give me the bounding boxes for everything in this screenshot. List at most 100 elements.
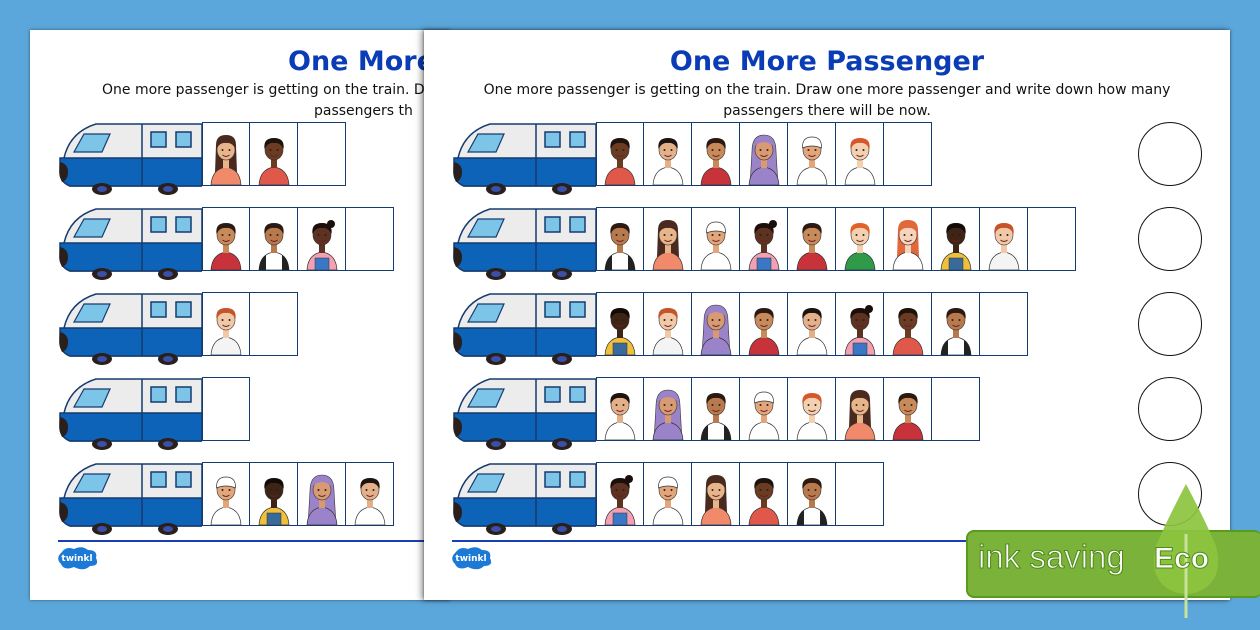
carriage-cell xyxy=(644,462,692,526)
carriage-cells xyxy=(596,207,1076,271)
passenger-girl-overalls-pink-icon xyxy=(748,220,779,270)
passenger-boy-dark-red-shirt-icon xyxy=(258,138,289,185)
carriage-cell xyxy=(596,292,644,356)
carriage-cell xyxy=(644,292,692,356)
carriage-cell xyxy=(788,292,836,356)
footer-divider xyxy=(452,540,1230,542)
carriage-cell xyxy=(980,207,1028,271)
empty-carriage-cell[interactable] xyxy=(298,122,346,186)
back-instructions-1: One more passenger is getting on the tra… xyxy=(102,82,440,98)
answer-circle[interactable] xyxy=(1138,292,1202,356)
back-instructions-2: passengers th xyxy=(314,103,413,119)
carriage-cell xyxy=(692,292,740,356)
carriage-cell xyxy=(202,292,250,356)
passenger-girl-hijab-icon xyxy=(652,389,683,440)
passenger-boy-cap-white-icon xyxy=(748,391,779,440)
train-engine-icon xyxy=(59,378,202,450)
train-row xyxy=(56,292,450,365)
carriage-cell xyxy=(692,377,740,441)
passenger-girl-overalls-pink-icon xyxy=(604,475,636,525)
carriage-cell xyxy=(692,207,740,271)
carriage-cell xyxy=(884,292,932,356)
passenger-girl-red-hair-headband-icon xyxy=(988,223,1019,270)
passenger-girl-hijab-icon xyxy=(306,474,337,525)
answer-circle[interactable] xyxy=(1138,377,1202,441)
carriage-cell xyxy=(884,207,932,271)
empty-carriage-cell[interactable] xyxy=(884,122,932,186)
answer-circle[interactable] xyxy=(1138,122,1202,186)
train-row xyxy=(56,462,450,535)
carriage-cell xyxy=(740,292,788,356)
carriage-cells xyxy=(596,292,1028,356)
carriage-cells xyxy=(596,462,884,526)
passenger-boy-ginger-white-icon xyxy=(796,393,827,440)
eco-badge-text: ink saving xyxy=(978,538,1126,576)
empty-carriage-cell[interactable] xyxy=(980,292,1028,356)
passenger-boy-red-shirt-icon xyxy=(748,308,779,355)
carriage-cell xyxy=(298,462,346,526)
carriage-cells xyxy=(202,292,298,356)
empty-carriage-cell[interactable] xyxy=(202,377,250,441)
passenger-boy-cap-white-icon xyxy=(700,221,731,270)
passenger-girl-long-hair-floral-icon xyxy=(210,135,242,185)
carriage-cell xyxy=(836,292,884,356)
carriage-cell xyxy=(932,207,980,271)
carriage-cell xyxy=(644,377,692,441)
leaf-icon xyxy=(1153,484,1219,618)
passenger-boy-dark-red-shirt-icon xyxy=(892,308,923,355)
passenger-boy-red-shirt-icon xyxy=(892,393,923,440)
answer-circle[interactable] xyxy=(1138,207,1202,271)
carriage-cell xyxy=(740,377,788,441)
train-engine-icon xyxy=(453,208,596,280)
train-engine-icon xyxy=(453,293,596,365)
passenger-boy-ginger-green-icon xyxy=(844,223,875,270)
worksheet-front: One More Passenger One more passenger is… xyxy=(424,30,1230,600)
carriage-cells xyxy=(202,377,250,441)
passenger-girl-ginger-backpack-icon xyxy=(892,220,923,270)
passenger-boy-cap-white-icon xyxy=(796,136,827,185)
passenger-boy-cap-white-icon xyxy=(210,476,242,525)
train-engine-icon xyxy=(453,378,596,450)
carriage-cell xyxy=(202,462,250,526)
train-row xyxy=(450,292,1150,365)
passenger-boy-overalls-yellow-icon xyxy=(258,478,289,525)
carriage-cell xyxy=(202,207,250,271)
train-row xyxy=(450,122,1150,195)
worksheet-back: One More One more passenger is getting o… xyxy=(30,30,450,600)
empty-carriage-cell[interactable] xyxy=(836,462,884,526)
carriage-cell xyxy=(250,462,298,526)
empty-carriage-cell[interactable] xyxy=(932,377,980,441)
passenger-boy-raglan-icon xyxy=(796,478,827,525)
footer-divider xyxy=(58,540,450,542)
passenger-boy-ginger-white-icon xyxy=(844,138,875,185)
empty-carriage-cell[interactable] xyxy=(250,292,298,356)
train-row xyxy=(56,207,450,280)
carriage-cell xyxy=(740,207,788,271)
carriage-cell xyxy=(298,207,346,271)
carriage-cells xyxy=(596,122,932,186)
passenger-girl-red-hair-headband-icon xyxy=(210,308,242,355)
passenger-girl-long-hair-floral-icon xyxy=(844,390,875,440)
carriage-cell xyxy=(932,292,980,356)
passenger-boy-cap-white-icon xyxy=(652,476,683,525)
empty-carriage-cell[interactable] xyxy=(1028,207,1076,271)
carriage-cell xyxy=(740,122,788,186)
carriage-cell xyxy=(788,207,836,271)
passenger-boy-lolly-icon xyxy=(652,138,683,185)
carriage-cell xyxy=(884,377,932,441)
passenger-boy-raglan-icon xyxy=(604,223,636,270)
train-row xyxy=(450,207,1150,280)
train-engine-icon xyxy=(59,463,202,535)
carriage-cell xyxy=(644,207,692,271)
carriage-cell xyxy=(250,122,298,186)
passenger-boy-red-shirt-icon xyxy=(700,138,731,185)
passenger-boy-raglan-icon xyxy=(940,308,971,355)
carriage-cell xyxy=(596,377,644,441)
train-engine-icon xyxy=(453,123,596,195)
carriage-cell xyxy=(692,122,740,186)
eco-badge-label: Eco xyxy=(1153,542,1210,576)
carriage-cell xyxy=(692,462,740,526)
empty-carriage-cell[interactable] xyxy=(346,207,394,271)
train-row xyxy=(56,122,450,195)
carriage-cells xyxy=(596,377,980,441)
